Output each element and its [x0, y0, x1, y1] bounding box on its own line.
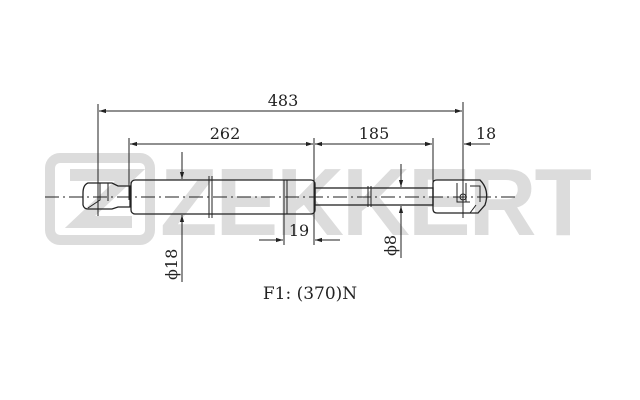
sleeve-length-label: 19 — [289, 221, 309, 240]
right-end-fitting — [432, 179, 488, 214]
rod-break-mark — [367, 186, 372, 207]
body-diameter-label: ϕ18 — [162, 249, 181, 280]
body-break-mark — [208, 176, 213, 218]
end-fitting-length-label: 18 — [476, 124, 496, 143]
stroke-length-label: 185 — [359, 124, 390, 143]
left-fitting-detail — [87, 183, 109, 209]
left-end-fitting — [82, 182, 131, 210]
rod-diameter-label: ϕ8 — [381, 235, 400, 256]
extension-lines — [97, 102, 464, 245]
watermark-logo-z — [64, 169, 146, 228]
total-length-label: 483 — [268, 91, 299, 110]
watermark-logo-box — [45, 153, 155, 245]
force-label: F1: (370)N — [263, 284, 357, 304]
right-fitting-detail — [456, 183, 481, 214]
body-length-label: 262 — [210, 124, 241, 143]
watermark-text: ZEKKERT — [160, 149, 591, 256]
brand-watermark: ZEKKERT — [45, 149, 593, 256]
